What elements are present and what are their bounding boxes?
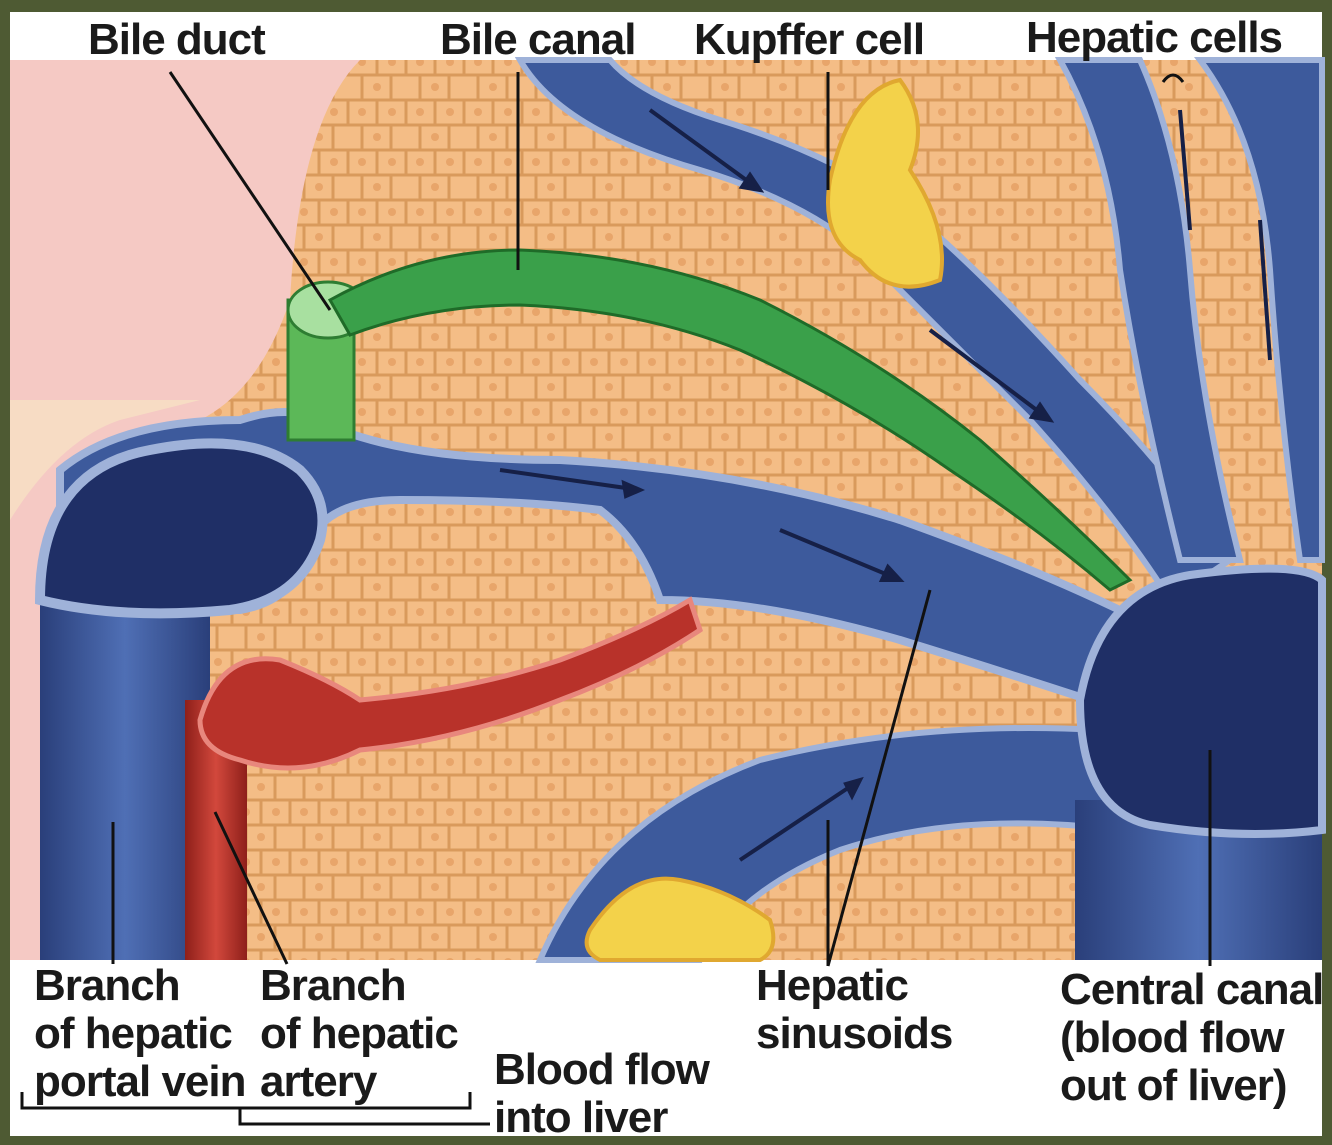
portal-vein-branch — [40, 580, 210, 960]
label-bile-duct: Bile duct — [88, 16, 265, 64]
label-portal-vein: Branch of hepatic portal vein — [34, 962, 246, 1106]
label-central-canal: Central canal (blood flow out of liver) — [1060, 966, 1323, 1110]
label-hepatic-cells: Hepatic cells — [1026, 14, 1282, 62]
label-blood-flow-into-liver: Blood flow into liver — [494, 1046, 709, 1142]
label-hepatic-sinusoids: Hepatic sinusoids — [756, 962, 952, 1058]
label-bile-canal: Bile canal — [440, 16, 635, 64]
label-hepatic-artery: Branch of hepatic artery — [260, 962, 458, 1106]
label-kupffer-cell: Kupffer cell — [694, 16, 924, 64]
